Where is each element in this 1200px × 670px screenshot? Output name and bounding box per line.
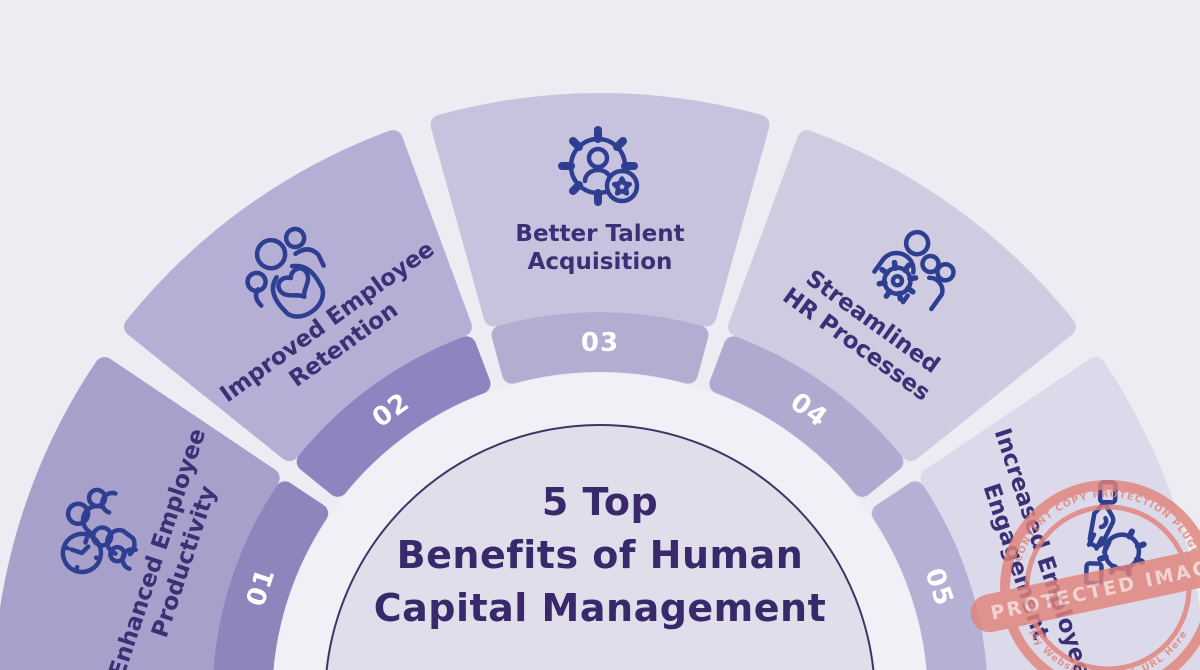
- stamp-outer-ring: [1000, 480, 1200, 670]
- center-title: 5 Top Benefits of Human Capital Manageme…: [0, 476, 1200, 635]
- segment-number-band: [213, 481, 329, 670]
- segment-body: [0, 357, 280, 670]
- gear-person-star-icon: [562, 130, 637, 202]
- segment-label-line: Acquisition: [528, 249, 673, 275]
- segment-number-band: [709, 336, 904, 497]
- title-line-3: Capital Management: [373, 586, 827, 630]
- segment-number-band: [296, 336, 491, 497]
- segment-number-band: [871, 481, 987, 670]
- gear-person-star-icon: [562, 130, 637, 202]
- center-circle: [325, 424, 875, 670]
- segment-number-band: [491, 312, 709, 384]
- title-line-2: Benefits of Human: [396, 533, 804, 577]
- segment-number: 03: [581, 328, 619, 358]
- segment-body: [430, 92, 770, 327]
- title-line-1: 5 Top: [541, 480, 659, 524]
- segment-label-line: Better Talent: [515, 221, 684, 247]
- stamp-banner-bg: [970, 543, 1200, 633]
